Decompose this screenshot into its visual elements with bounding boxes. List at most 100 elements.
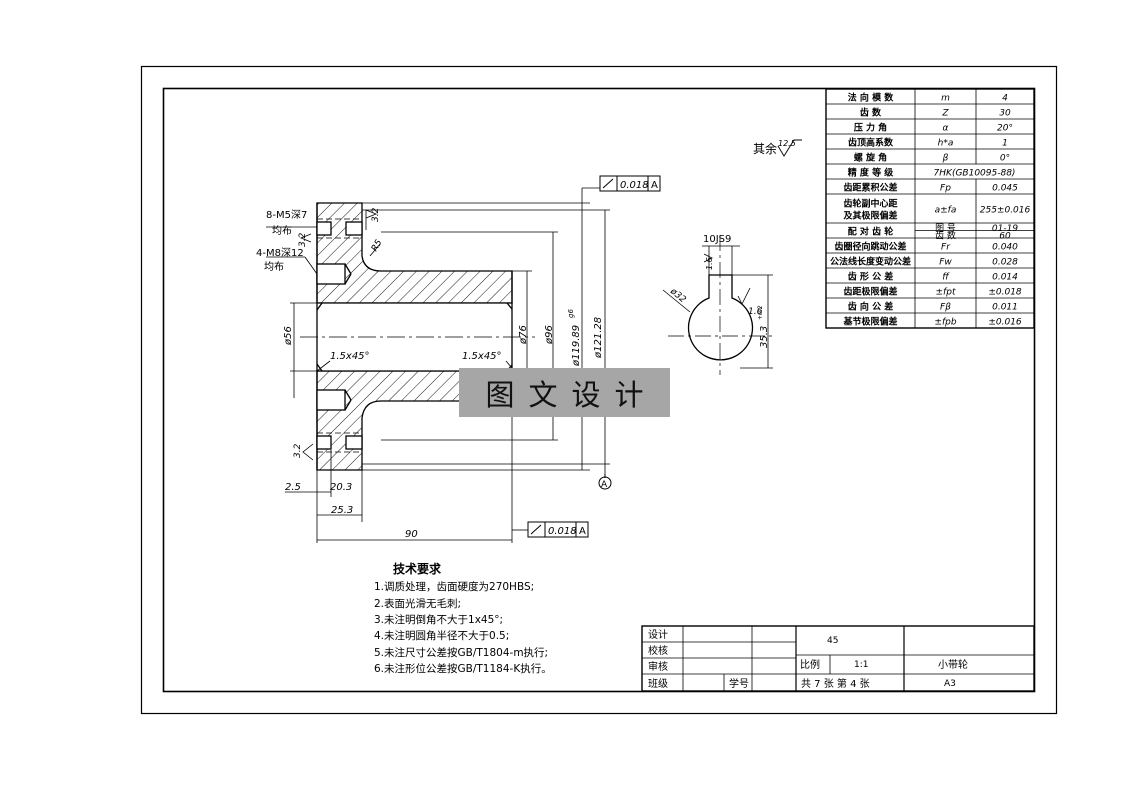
param-name: 齿距极限偏差 — [843, 286, 897, 298]
key-d32: ø32 — [667, 286, 687, 305]
param-name: 齿圈径向跳动公差 — [834, 241, 906, 253]
param-sub-key: 图 号 — [935, 223, 956, 234]
param-value: 0.011 — [992, 303, 1018, 313]
param-name: 齿 形 公 差 — [848, 271, 893, 283]
tol-bottom-value: 0.018 — [548, 526, 577, 537]
tol-bottom-datum: A — [579, 526, 586, 537]
dim-25-3: 25.3 — [331, 505, 353, 516]
param-name: 齿 数 — [860, 107, 882, 119]
top-hole-callout: 8-M5深7 — [266, 209, 307, 221]
param-name: 压 力 角 — [854, 122, 887, 134]
param-symbol: ±fpt — [936, 288, 956, 298]
main-section-view — [300, 202, 535, 471]
tb-review: 审核 — [648, 660, 668, 673]
rough-left-bottom-value: 3.2 — [293, 443, 303, 458]
key-depth-tol: +0.2 — [757, 305, 764, 320]
param-row: 精 度 等 级 7HK(GB10095-88) — [826, 164, 1034, 180]
param-name: 齿顶高系数 — [848, 137, 894, 149]
tech-req-item-3: 3.未注明倒角不大于1x45°; — [374, 613, 503, 626]
param-name: 基节极限偏差 — [842, 316, 897, 328]
keyway-dimension-lines — [662, 245, 773, 369]
param-symbol: Fr — [941, 243, 951, 253]
tb-check: 校核 — [648, 644, 668, 657]
param-name: 螺 旋 角 — [854, 152, 887, 164]
tech-req-item-1: 1.调质处理，齿面硬度为270HBS; — [374, 580, 534, 593]
param-row: 基节极限偏差 ±fpb ±0.016 — [842, 313, 1022, 328]
dim-20-3: 20.3 — [330, 482, 352, 493]
tb-part-name: 小带轮 — [938, 658, 968, 671]
tol-top-datum: A — [651, 180, 658, 191]
param-value: ±0.018 — [988, 288, 1022, 298]
param-value: 0.028 — [992, 258, 1018, 268]
roughness-upper-symbol — [365, 209, 378, 230]
datum-a-symbol: A — [598, 474, 612, 490]
tb-student-no: 学号 — [729, 677, 749, 690]
tb-material: 45 — [827, 636, 838, 646]
roughness-general-symbol — [777, 139, 802, 157]
dim-d96: ø96 — [544, 325, 555, 345]
param-symbol: Fw — [939, 258, 952, 268]
dim-d121: ø121.28 — [593, 317, 604, 359]
keyway-section-view — [668, 235, 774, 375]
param-name: 及其极限偏差 — [843, 210, 897, 222]
roughness-left-bottom-symbol — [302, 443, 314, 461]
param-name: 法 向 模 数 — [848, 92, 894, 104]
rough-upper-value: 3.2 — [371, 207, 381, 222]
param-symbol: ±fpb — [934, 318, 956, 328]
key-depth: 35.3 — [759, 326, 770, 348]
param-row: 螺 旋 角 β 0° — [826, 149, 1034, 165]
param-symbol: 7HK(GB10095-88) — [934, 169, 1016, 179]
geometric-tolerance-frame-top: 0.018 A — [599, 175, 661, 192]
param-symbol: Fβ — [940, 303, 951, 313]
outer-frame — [140, 65, 1058, 715]
param-symbol: β — [942, 154, 949, 164]
tb-scale-label: 比例 — [800, 658, 820, 671]
dim-d119-tol: g6 — [567, 309, 575, 318]
tech-req-item-4: 4.未注明圆角半径不大于0.5; — [374, 629, 509, 642]
chamfer-right-label: 1.5x45° — [462, 351, 502, 362]
param-name: 公法线长度变动公差 — [830, 256, 911, 268]
chamfer-left-label: 1.5x45° — [330, 351, 370, 362]
param-value: 0° — [1000, 154, 1010, 164]
dim-d56: ø56 — [283, 326, 294, 346]
param-name: 精 度 等 级 — [848, 167, 894, 179]
param-sub-val: 60 — [999, 231, 1011, 241]
param-symbol: m — [941, 94, 950, 104]
param-value: 0.045 — [992, 184, 1018, 194]
key-rough-top-value: 1.6 — [705, 257, 714, 270]
watermark: 图文设计 — [459, 368, 670, 417]
param-sub-val: 01-19 — [992, 224, 1018, 234]
top-hole-sub: 均布 — [272, 225, 292, 237]
mid-hole-callout: 4-M8深12 — [256, 247, 304, 259]
rough-left-top-value: 3.2 — [298, 232, 308, 247]
param-row: 公法线长度变动公差 Fw 0.028 — [826, 253, 1034, 269]
param-value: 255±0.016 — [980, 206, 1031, 216]
dim-d76: ø76 — [518, 325, 529, 345]
param-value: ±0.016 — [988, 318, 1022, 328]
param-value: 0.014 — [992, 273, 1018, 283]
param-symbol: Z — [941, 109, 949, 119]
tol-top-value: 0.018 — [620, 180, 649, 191]
tech-req-title: 技术要求 — [393, 561, 442, 576]
dim-d119: ø119.89 — [571, 325, 582, 367]
tb-sheets: 共 7 张 第 4 张 — [801, 677, 870, 690]
key-width-label: 10JS9 — [703, 234, 731, 245]
param-symbol: a±fa — [935, 206, 957, 216]
title-block — [641, 625, 1035, 692]
inner-frame — [162, 87, 1036, 693]
fillet-label: R5 — [370, 238, 385, 254]
roughness-left-top-symbol — [299, 233, 312, 243]
key-rough-side-value: 1.6 — [748, 307, 763, 317]
watermark-text: 图文设计 — [485, 377, 658, 412]
param-row: 齿距极限偏差 ±fpt ±0.018 — [826, 283, 1034, 299]
tb-design: 设计 — [648, 628, 668, 641]
param-symbol: Fp — [940, 184, 951, 194]
